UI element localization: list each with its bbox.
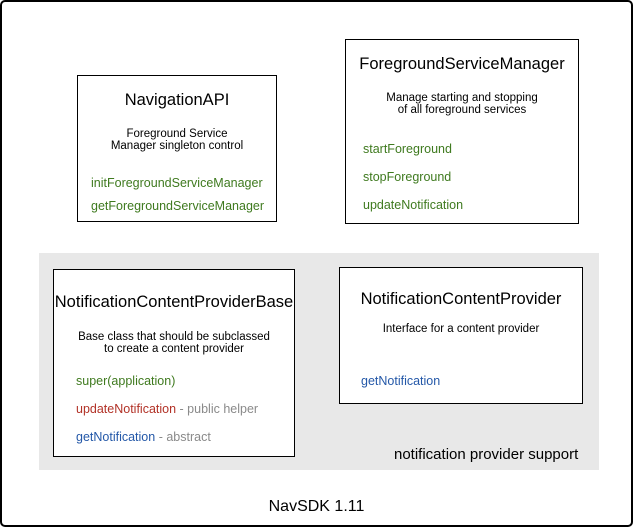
method-name: super(application) [76,374,176,388]
class-title-foreground-service-manager: ForegroundServiceManager [359,55,565,73]
method-get-notification: getNotification [361,374,582,389]
method-name: startForeground [363,142,452,156]
method-name: initForegroundServiceManager [91,176,263,190]
method-stop-foreground: stopForeground [363,170,578,185]
class-title-notification-content-provider-base: NotificationContentProviderBase [54,293,294,311]
method-update-notification: updateNotification [363,198,578,213]
class-description-navigation-api: Foreground Service Manager singleton con… [78,128,276,152]
method-update-notification: updateNotification - public helper [76,402,294,417]
description-line: Foreground Service [126,128,228,140]
class-description-foreground-service-manager: Manage starting and stopping of all fore… [346,92,578,116]
description-line: Base class that should be subclassed [78,331,270,343]
method-get-notification: getNotification - abstract [76,430,294,445]
diagram-title: NavSDK 1.11 [268,498,365,515]
class-box-foreground-service-manager: ForegroundServiceManager Manage starting… [345,39,579,224]
class-box-navigation-api: NavigationAPI Foreground Service Manager… [77,75,277,222]
method-start-foreground: startForeground [363,142,578,157]
method-list: super(application) updateNotification - … [54,374,294,445]
class-title-navigation-api: NavigationAPI [124,91,230,109]
method-annotation: - abstract [155,430,211,444]
method-name: getNotification [76,430,156,444]
class-description-notification-content-provider-base: Base class that should be subclassed to … [54,331,294,355]
description-line: of all foreground services [397,104,527,116]
method-name: getNotification [361,374,441,388]
class-box-notification-content-provider: NotificationContentProvider Interface fo… [339,267,583,404]
class-box-notification-content-provider-base: NotificationContentProviderBase Base cla… [53,269,295,457]
method-name: updateNotification [76,402,177,416]
method-list: startForeground stopForeground updateNot… [346,142,578,213]
method-name: stopForeground [363,170,452,184]
method-annotation: - public helper [176,402,259,416]
description-line: Manage starting and stopping [386,92,538,104]
panel-caption: notification provider support [394,446,579,463]
method-list: initForegroundServiceManager getForegrou… [78,176,276,214]
method-init-foreground-service-manager: initForegroundServiceManager [91,176,276,191]
method-list: getNotification [340,374,582,389]
description-line: Manager singleton control [110,140,244,152]
method-name: updateNotification [363,198,464,212]
description-line: Interface for a content provider [382,323,540,335]
method-name: getForegroundServiceManager [91,199,265,213]
method-get-foreground-service-manager: getForegroundServiceManager [91,199,276,214]
description-line: to create a content provider [104,343,244,355]
method-super-application: super(application) [76,374,294,389]
class-title-notification-content-provider: NotificationContentProvider [360,290,562,308]
class-description-notification-content-provider: Interface for a content provider [340,323,582,335]
